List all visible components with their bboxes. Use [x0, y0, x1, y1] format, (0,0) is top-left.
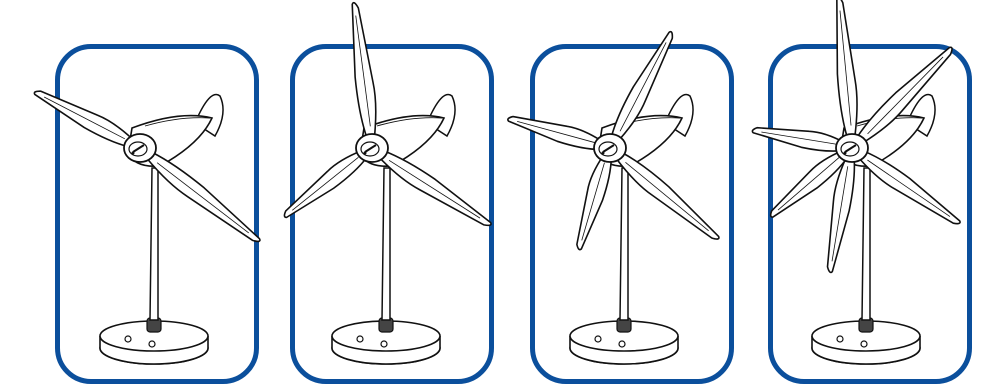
- rotor-blade-3: [752, 128, 844, 151]
- rotor-blade-3-ridge: [292, 157, 358, 210]
- turbine-mast: [382, 168, 390, 320]
- rotor-blade-1: [352, 3, 376, 137]
- rotor-blade-2: [147, 152, 260, 241]
- base-socket-left: [357, 336, 363, 342]
- hub-screw-dot: [844, 152, 847, 155]
- hub-screw-dot: [602, 152, 605, 155]
- turbine-mast: [620, 168, 628, 320]
- rotor-blade-3: [616, 152, 719, 239]
- base-socket-left: [837, 336, 843, 342]
- rotor-blade-2-ridge: [157, 163, 249, 233]
- two-blade-wind-turbine-icon: [34, 91, 260, 364]
- turbine-mast: [150, 168, 158, 320]
- rotor-blade-4-ridge: [867, 160, 950, 217]
- base-socket-left: [595, 336, 601, 342]
- base-socket-right: [619, 341, 625, 347]
- hub-screw-dot: [364, 152, 367, 155]
- five-blade-wind-turbine-icon: [752, 0, 960, 364]
- rotor-blade-2-ridge: [389, 160, 480, 218]
- rotor-blade-1: [837, 0, 857, 136]
- base-socket-right: [149, 341, 155, 347]
- rotor-blade-3-ridge: [625, 162, 708, 231]
- rotor-blade-2: [508, 117, 603, 150]
- base-socket-right: [381, 341, 387, 347]
- rotor-blade-1-ridge: [44, 97, 125, 139]
- four-blade-wind-turbine-icon: [508, 32, 719, 364]
- base-socket-left: [125, 336, 131, 342]
- turbine-mast: [862, 168, 870, 320]
- hub-screw-dot: [132, 152, 135, 155]
- three-blade-wind-turbine-icon: [284, 3, 491, 364]
- rotor-blade-6-ridge: [778, 157, 839, 210]
- base-socket-right: [861, 341, 867, 347]
- rotor-blade-4: [577, 155, 611, 250]
